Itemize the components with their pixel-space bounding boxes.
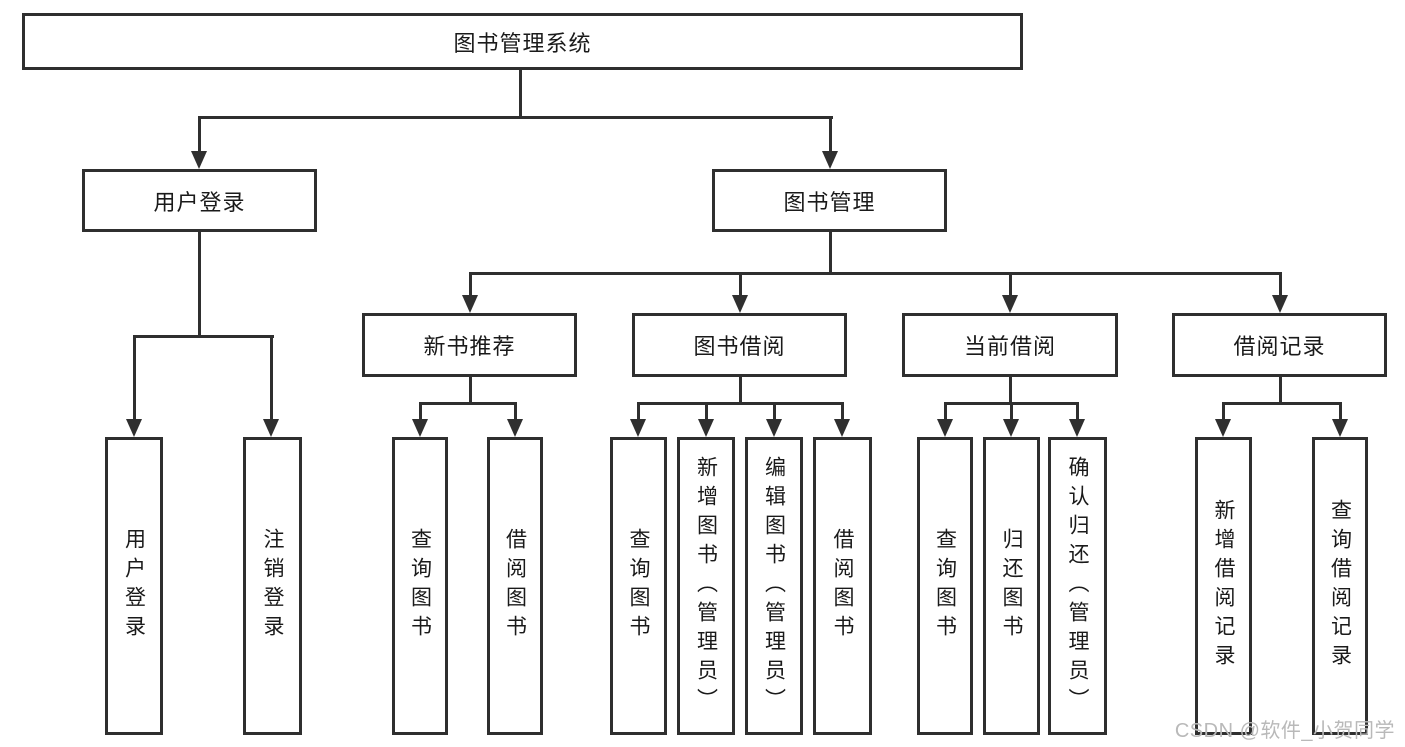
leaf-label: 借阅图书 (503, 528, 527, 644)
arrow-down-icon (1002, 295, 1018, 313)
arrow-down-icon (732, 295, 748, 313)
leaf-add-borrow-record: 新增借阅记录 (1195, 437, 1252, 735)
connector-arrow-shaft (739, 272, 742, 297)
connector-root-rail (198, 116, 833, 119)
node-new-book-recommend-label: 新书推荐 (423, 334, 516, 359)
connector-borrow-record-rail (1222, 402, 1342, 405)
arrow-down-icon (1003, 419, 1019, 437)
leaf-borrow-books: 借阅图书 (813, 437, 872, 735)
arrow-down-icon (937, 419, 953, 437)
leaf-confirm-return-admin: 确认归还（管理员） (1048, 437, 1107, 735)
connector-arrow-shaft (1222, 402, 1225, 421)
connector-arrow-shaft (944, 402, 947, 421)
leaf-query-books-recommend: 查询图书 (392, 437, 448, 735)
leaf-label: 查询图书 (627, 528, 650, 644)
node-borrow-record: 借阅记录 (1172, 313, 1387, 377)
connector-arrow-shaft (469, 272, 472, 297)
arrow-down-icon (766, 419, 782, 437)
node-root: 图书管理系统 (22, 13, 1023, 70)
connector-arrow-shaft (270, 335, 273, 421)
leaf-query-books-borrow: 查询图书 (610, 437, 667, 735)
connector-new-book-rail (419, 402, 517, 405)
connector-user-login-rail (133, 335, 274, 338)
leaf-borrow-books-recommend: 借阅图书 (487, 437, 543, 735)
leaf-logout: 注销登录 (243, 437, 302, 735)
leaf-label: 查询图书 (408, 528, 432, 644)
connector-arrow-shaft (514, 402, 517, 421)
leaf-query-borrow-record: 查询借阅记录 (1312, 437, 1368, 735)
connector-arrow-shaft (1339, 402, 1342, 421)
leaf-add-books-admin: 新增图书（管理员） (677, 437, 735, 735)
connector-arrow-shaft (829, 116, 832, 153)
connector-root-stem (519, 69, 522, 118)
arrow-down-icon (1332, 419, 1348, 437)
connector-book-management-stem (829, 231, 832, 274)
leaf-label: 用户登录 (122, 528, 146, 644)
leaf-edit-books-admin: 编辑图书（管理员） (745, 437, 803, 735)
leaf-user-login: 用户登录 (105, 437, 163, 735)
leaf-label: 确认归还（管理员） (1066, 455, 1089, 717)
connector-arrow-shaft (841, 402, 844, 421)
arrow-down-icon (263, 419, 279, 437)
connector-borrow-record-stem (1279, 376, 1282, 405)
connector-current-borrow-stem (1009, 376, 1012, 405)
connector-arrow-shaft (1009, 272, 1012, 297)
leaf-label: 查询借阅记录 (1328, 499, 1352, 673)
arrow-down-icon (126, 419, 142, 437)
node-new-book-recommend: 新书推荐 (362, 313, 577, 377)
connector-new-book-stem (469, 376, 472, 405)
leaf-query-books-current: 查询图书 (917, 437, 973, 735)
connector-arrow-shaft (1010, 402, 1013, 421)
node-book-borrow: 图书借阅 (632, 313, 847, 377)
arrow-down-icon (630, 419, 646, 437)
arrow-down-icon (822, 151, 838, 169)
arrow-down-icon (1272, 295, 1288, 313)
connector-arrow-shaft (198, 116, 201, 153)
connector-book-borrow-stem (739, 376, 742, 405)
leaf-label: 查询图书 (933, 528, 957, 644)
node-borrow-record-label: 借阅记录 (1233, 334, 1326, 359)
connector-book-borrow-rail (637, 402, 844, 405)
arrow-down-icon (462, 295, 478, 313)
arrow-down-icon (191, 151, 207, 169)
arrow-down-icon (834, 419, 850, 437)
node-root-label: 图书管理系统 (453, 30, 592, 56)
leaf-label: 借阅图书 (831, 528, 854, 644)
arrow-down-icon (698, 419, 714, 437)
node-book-management: 图书管理 (712, 169, 947, 232)
connector-arrow-shaft (1279, 272, 1282, 297)
node-user-login-label: 用户登录 (153, 189, 246, 215)
connector-arrow-shaft (705, 402, 708, 421)
arrow-down-icon (412, 419, 428, 437)
leaf-label: 归还图书 (1000, 528, 1023, 644)
connector-arrow-shaft (419, 402, 422, 421)
connector-arrow-shaft (133, 335, 136, 421)
connector-arrow-shaft (773, 402, 776, 421)
leaf-return-books: 归还图书 (983, 437, 1040, 735)
connector-arrow-shaft (1076, 402, 1079, 421)
node-book-borrow-label: 图书借阅 (693, 334, 786, 359)
node-book-management-label: 图书管理 (783, 189, 876, 215)
leaf-label: 编辑图书（管理员） (762, 455, 786, 717)
connector-book-management-rail (469, 272, 1282, 275)
node-current-borrow: 当前借阅 (902, 313, 1118, 377)
leaf-label: 注销登录 (261, 528, 284, 644)
leaf-label: 新增图书（管理员） (694, 455, 718, 717)
csdn-watermark: CSDN @软件_小贺同学 (1174, 720, 1395, 742)
leaf-label: 新增借阅记录 (1212, 499, 1235, 673)
node-user-login: 用户登录 (82, 169, 317, 232)
arrow-down-icon (1215, 419, 1231, 437)
node-current-borrow-label: 当前借阅 (963, 334, 1056, 359)
arrow-down-icon (507, 419, 523, 437)
arrow-down-icon (1069, 419, 1085, 437)
connector-arrow-shaft (637, 402, 640, 421)
connector-user-login-stem (198, 231, 201, 338)
